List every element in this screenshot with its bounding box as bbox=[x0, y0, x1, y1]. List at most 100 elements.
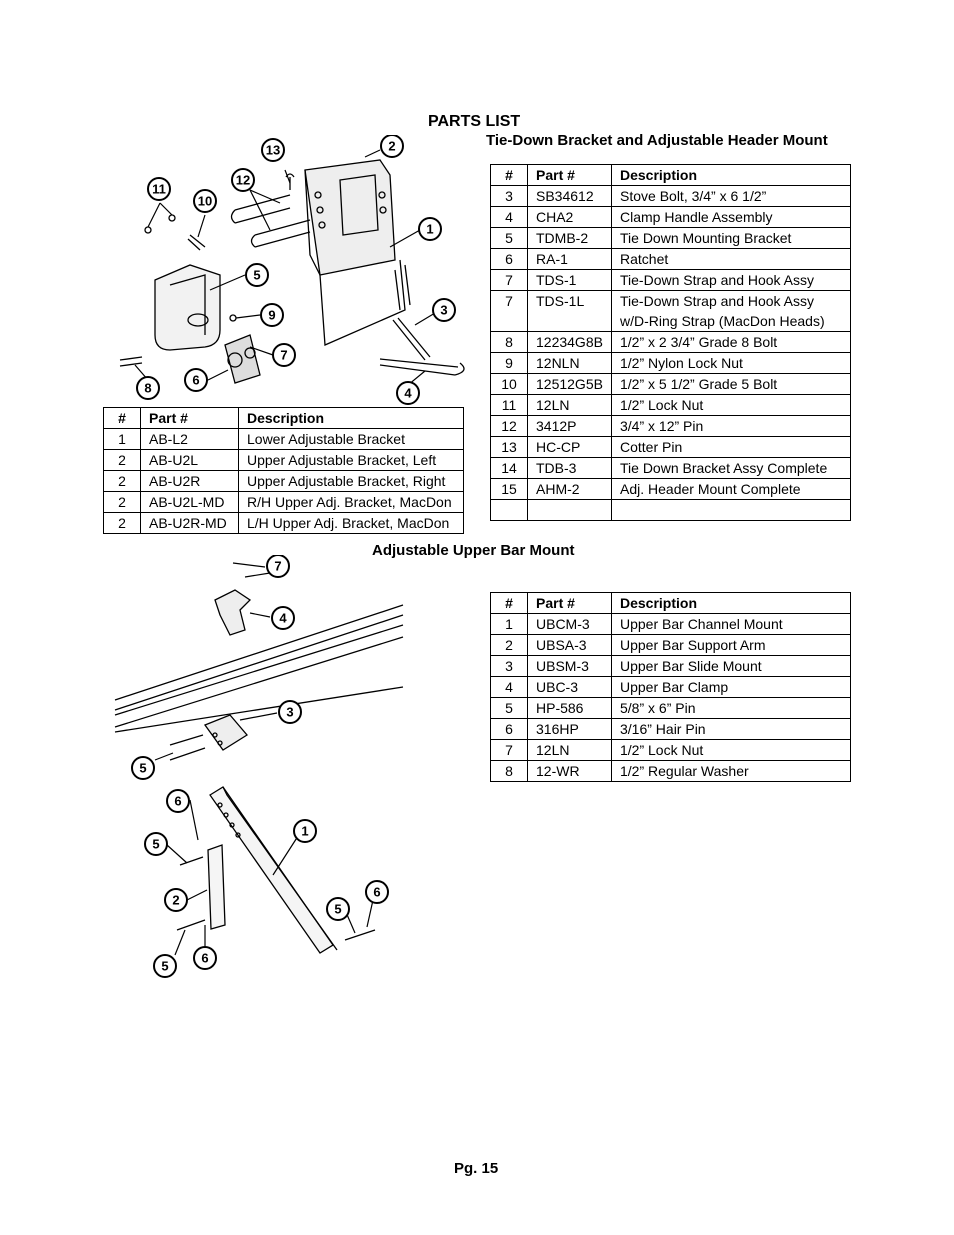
item-number: 2 bbox=[103, 491, 141, 513]
callout-label: 11 bbox=[152, 182, 166, 197]
item-number: 6 bbox=[490, 718, 528, 740]
callout-label: 5 bbox=[161, 959, 168, 974]
callout-label: 4 bbox=[279, 611, 287, 626]
part-number: 316HP bbox=[527, 718, 612, 740]
callout-circle bbox=[144, 832, 168, 856]
item-number: 4 bbox=[490, 206, 528, 228]
callout-circle bbox=[184, 368, 208, 392]
item-number: 3 bbox=[490, 655, 528, 677]
part-description: 1/2” Lock Nut bbox=[611, 739, 851, 761]
callout-circle bbox=[432, 298, 456, 322]
callout-circle bbox=[326, 897, 350, 921]
item-number: 2 bbox=[103, 470, 141, 492]
column-header: Description bbox=[611, 164, 851, 186]
part-number: 12234G8B bbox=[527, 331, 612, 353]
column-header: # bbox=[103, 407, 141, 429]
part-description: 3/4” x 12” Pin bbox=[611, 415, 851, 437]
page-heading: PARTS LIST bbox=[428, 113, 521, 130]
part-description: 3/16” Hair Pin bbox=[611, 718, 851, 740]
item-number: 3 bbox=[490, 185, 528, 207]
item-number: 5 bbox=[490, 227, 528, 249]
part-description: Upper Bar Clamp bbox=[611, 676, 851, 698]
part-number: AB-U2R-MD bbox=[140, 512, 239, 534]
item-number: 12 bbox=[490, 415, 528, 437]
part-number: AB-U2R bbox=[140, 470, 239, 492]
item-number: 1 bbox=[490, 613, 528, 635]
callout-label: 6 bbox=[174, 794, 181, 809]
callout-label: 6 bbox=[373, 885, 380, 900]
part-description: Stove Bolt, 3/4” x 6 1/2” bbox=[611, 185, 851, 207]
callout-circle bbox=[231, 168, 255, 192]
callout-label: 2 bbox=[388, 139, 395, 154]
section2-title: Adjustable Upper Bar Mount bbox=[372, 542, 575, 559]
callout-circle bbox=[164, 888, 188, 912]
column-header: # bbox=[490, 592, 528, 614]
item-number: 8 bbox=[490, 760, 528, 782]
item-number: 11 bbox=[490, 394, 528, 416]
callout-circle bbox=[136, 376, 160, 400]
part-number: UBC-3 bbox=[527, 676, 612, 698]
part-description: Tie Down Bracket Assy Complete bbox=[611, 457, 851, 479]
part-number: UBSM-3 bbox=[527, 655, 612, 677]
item-number: 6 bbox=[490, 248, 528, 270]
item-number: 4 bbox=[490, 676, 528, 698]
item-number: 7 bbox=[490, 739, 528, 761]
callout-circle bbox=[365, 880, 389, 904]
part-description: R/H Upper Adj. Bracket, MacDon bbox=[238, 491, 464, 513]
callout-label: 8 bbox=[144, 381, 151, 396]
callout-label: 3 bbox=[440, 303, 447, 318]
callout-label: 2 bbox=[172, 893, 179, 908]
column-header: Part # bbox=[527, 164, 612, 186]
callout-circle bbox=[131, 756, 155, 780]
callout-circle bbox=[293, 819, 317, 843]
callout-label: 1 bbox=[426, 222, 433, 237]
page-number: Pg. 15 bbox=[454, 1160, 499, 1177]
part-description: Upper Adjustable Bracket, Right bbox=[238, 470, 464, 492]
section1-title: Tie-Down Bracket and Adjustable Header M… bbox=[486, 132, 828, 149]
part-number: TDMB-2 bbox=[527, 227, 612, 249]
callout-label: 9 bbox=[268, 308, 275, 323]
callout-label: 3 bbox=[286, 705, 293, 720]
part-description: Clamp Handle Assembly bbox=[611, 206, 851, 228]
part-description: Upper Bar Slide Mount bbox=[611, 655, 851, 677]
part-description: Ratchet bbox=[611, 248, 851, 270]
callout-circle bbox=[245, 263, 269, 287]
callout-label: 5 bbox=[139, 761, 146, 776]
callout-circle bbox=[147, 177, 171, 201]
item-number: 13 bbox=[490, 436, 528, 458]
callout-label: 13 bbox=[266, 143, 280, 158]
callout-circle bbox=[193, 189, 217, 213]
part-description: 5/8” x 6” Pin bbox=[611, 697, 851, 719]
callout-circle bbox=[193, 946, 217, 970]
part-description bbox=[611, 499, 851, 521]
item-number: 7 bbox=[490, 269, 528, 291]
column-header: Part # bbox=[140, 407, 239, 429]
part-description: Cotter Pin bbox=[611, 436, 851, 458]
item-number: 10 bbox=[490, 373, 528, 395]
